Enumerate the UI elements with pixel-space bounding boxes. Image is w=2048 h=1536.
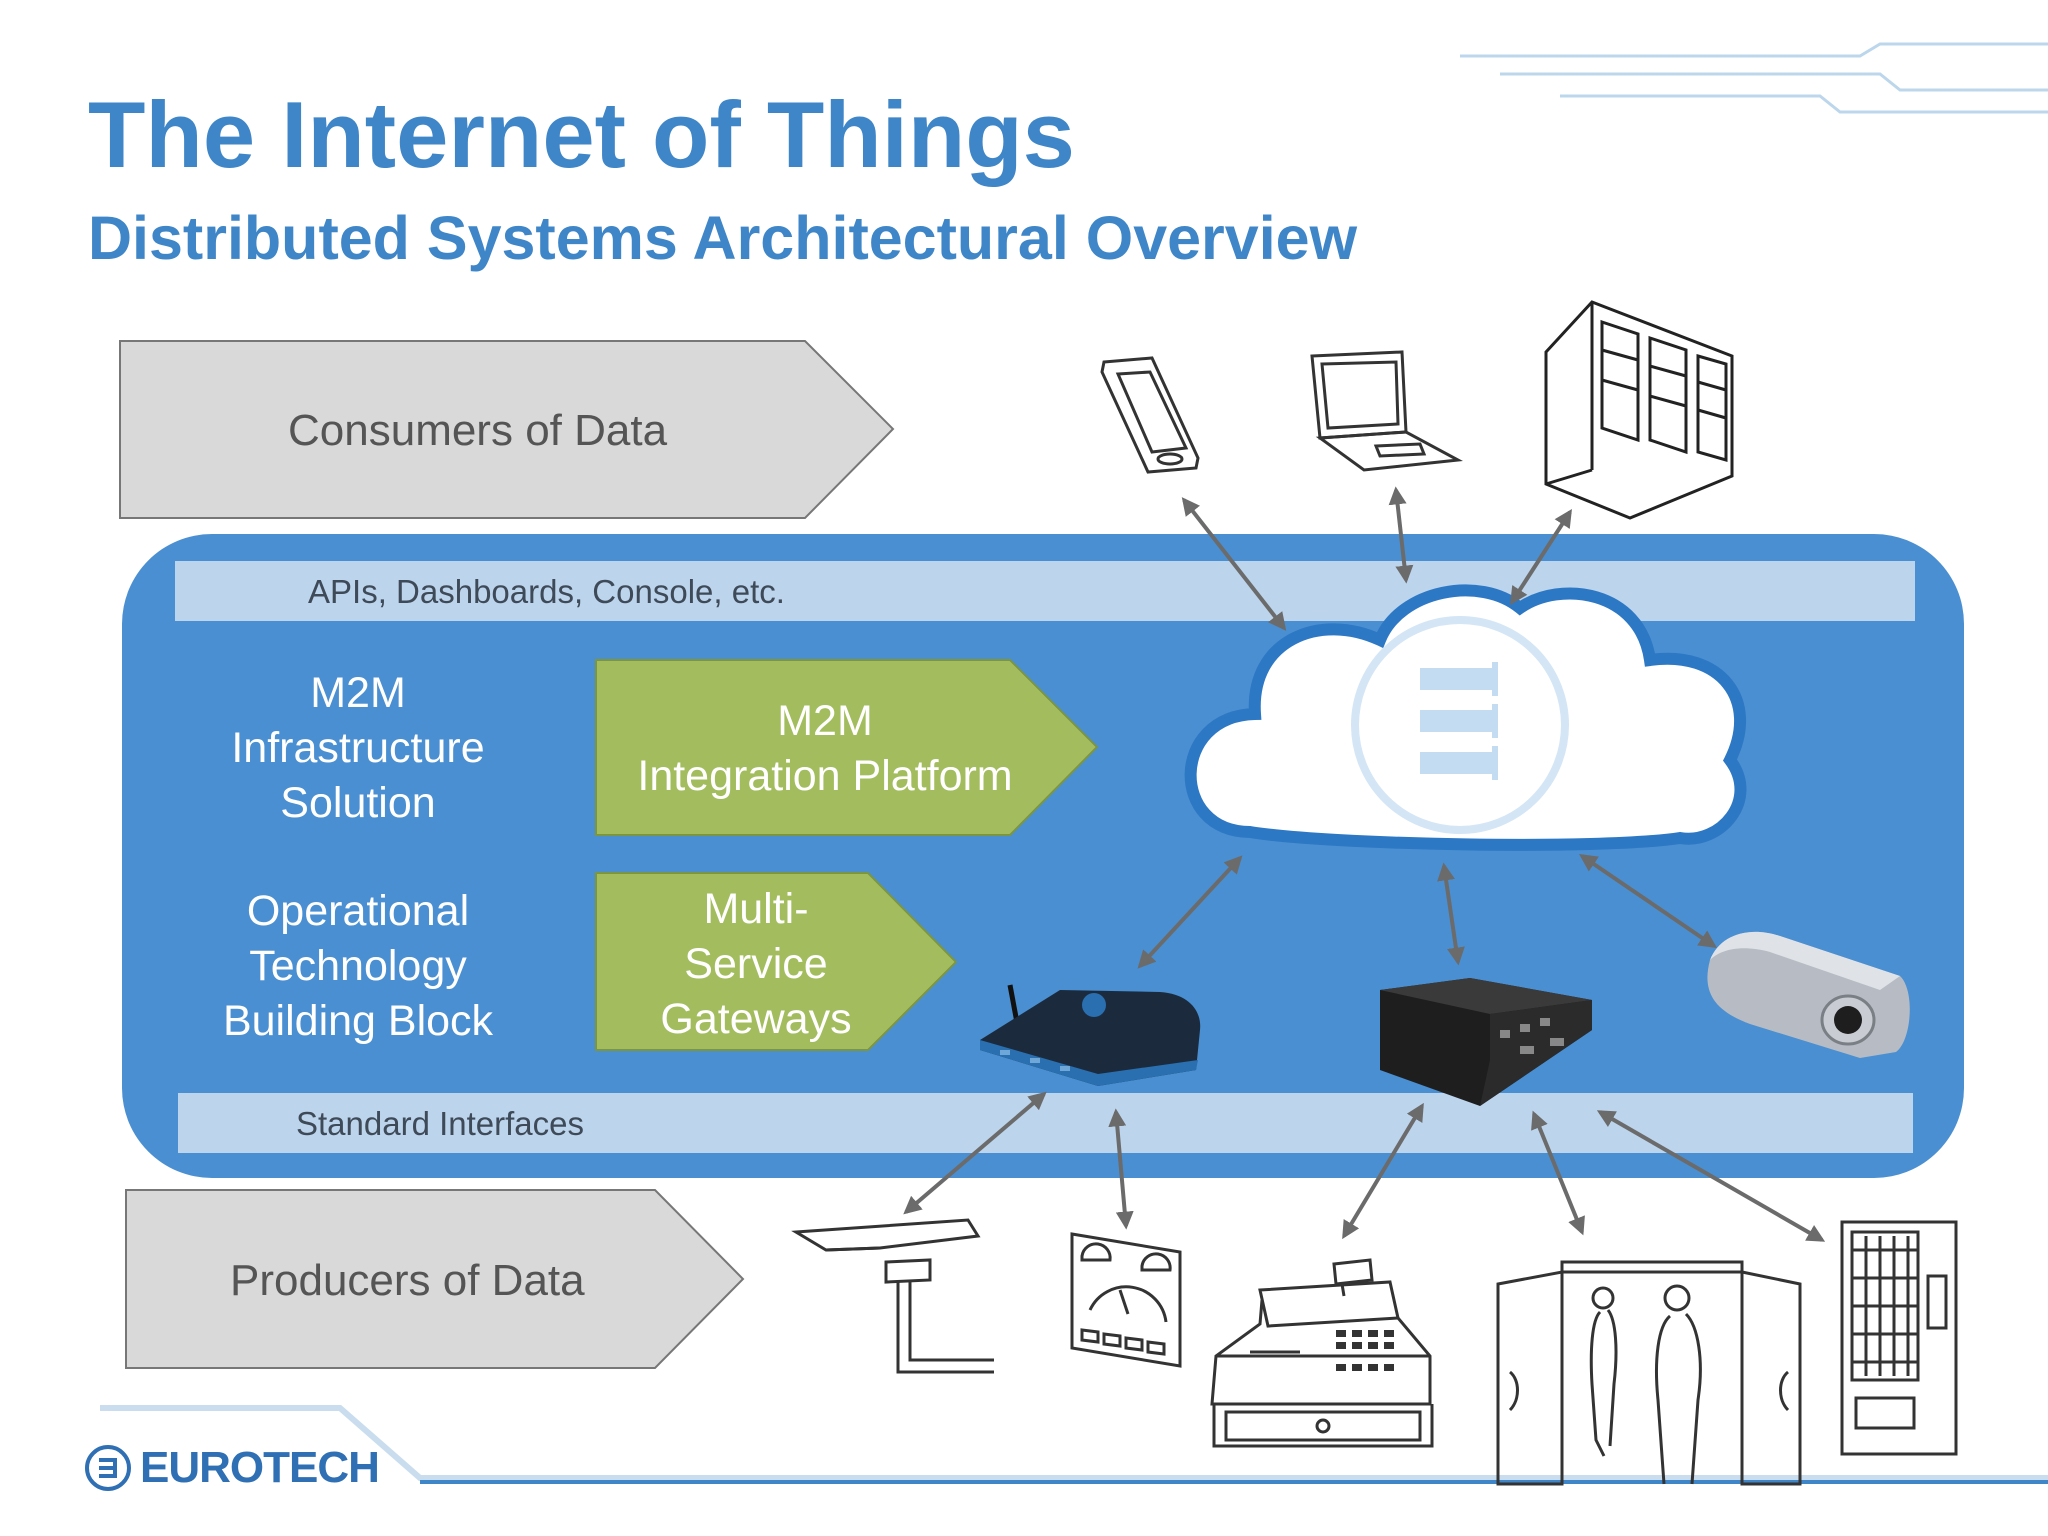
vending-machine-icon bbox=[1840, 1220, 1958, 1456]
decorative-lines bbox=[1460, 42, 2048, 114]
multi-service-gateways-label: Multi- Service Gateways bbox=[660, 885, 852, 1043]
m2m-platform-arrow bbox=[595, 659, 1099, 836]
smartphone-icon bbox=[1100, 356, 1200, 474]
eurotech-logo-text: EUROTECH bbox=[140, 1443, 380, 1492]
laptop-icon bbox=[1310, 350, 1463, 472]
wireless-gateway-icon bbox=[980, 984, 1201, 1086]
page-subtitle: Distributed Systems Architectural Overvi… bbox=[88, 204, 1358, 272]
gateways-arrow bbox=[595, 872, 958, 1051]
cash-register-icon bbox=[1210, 1258, 1434, 1448]
cloud-icon bbox=[1184, 584, 1747, 851]
meter-panel-icon bbox=[1070, 1232, 1182, 1368]
connector-arrows bbox=[903, 486, 1826, 1242]
standard-interfaces-label: Standard Interfaces bbox=[296, 1105, 585, 1142]
producers-of-data-label: Producers of Data bbox=[230, 1256, 585, 1305]
apis-band-label: APIs, Dashboards, Console, etc. bbox=[308, 573, 785, 610]
producers-arrow bbox=[125, 1189, 745, 1369]
page-title: The Internet of Things bbox=[88, 82, 1075, 187]
m2m-integration-platform-label: M2M Integration Platform bbox=[637, 697, 1013, 800]
consumers-arrow bbox=[119, 340, 895, 519]
operational-technology-label: Operational Technology Building Block bbox=[222, 887, 494, 1045]
consumers-of-data-label: Consumers of Data bbox=[288, 406, 668, 455]
decorative-lines-bottom bbox=[100, 1405, 2048, 1484]
eurotech-logo-icon bbox=[85, 1445, 131, 1491]
street-light-icon bbox=[791, 1218, 994, 1374]
m2m-infrastructure-label: M2M Infrastructure Solution bbox=[231, 669, 485, 827]
camera-icon bbox=[1707, 931, 1910, 1058]
automatic-door-icon bbox=[1496, 1260, 1802, 1486]
industrial-computer-icon bbox=[1380, 978, 1592, 1106]
main-panel bbox=[122, 534, 1964, 1178]
server-rack-icon bbox=[1544, 300, 1734, 520]
